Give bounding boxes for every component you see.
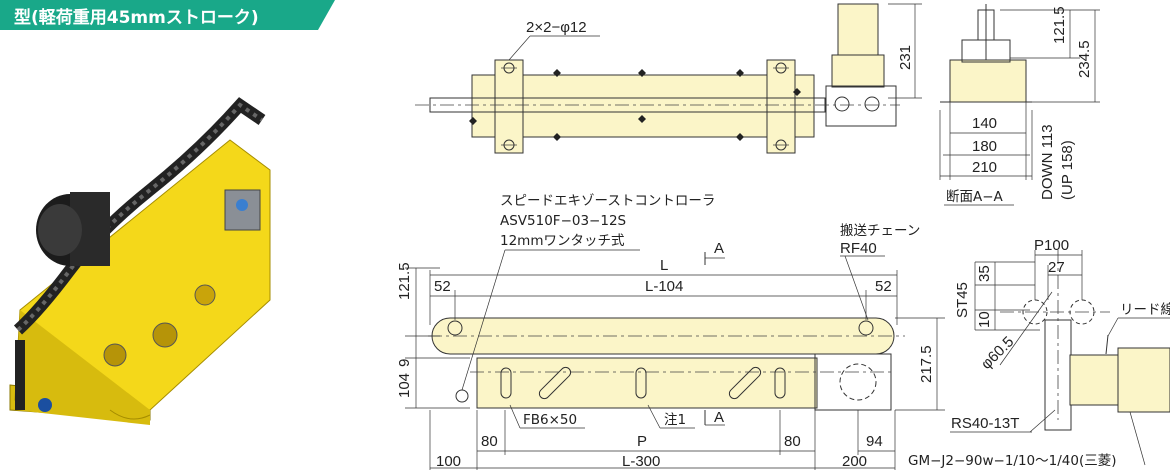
section-mark-bottom: A bbox=[714, 409, 724, 426]
front-view: スピードエキゾーストコントローラ ASV510F−03−12S 12mmワンタッ… bbox=[396, 193, 945, 470]
section-dim-234-5: 234.5 bbox=[1076, 40, 1093, 78]
stroke-down: DOWN 113 bbox=[1039, 124, 1056, 200]
fb-label: FB6×50 bbox=[523, 412, 577, 428]
controller-line3: 12mmワンタッチ式 bbox=[500, 233, 625, 249]
top-view: 2×2−φ12 231 bbox=[415, 3, 922, 154]
section-header-title: 型(軽荷重用45mmストローク) bbox=[14, 8, 259, 28]
product-photo bbox=[9, 97, 271, 425]
dim-94: 94 bbox=[866, 433, 883, 450]
dim-L: L bbox=[660, 257, 668, 274]
section-dim-210: 210 bbox=[972, 159, 997, 176]
dim-217-5: 217.5 bbox=[918, 345, 935, 383]
dim-52-right: 52 bbox=[875, 278, 892, 295]
lead-wire-label: リード線 bbox=[1120, 302, 1170, 318]
dim-P: P bbox=[637, 433, 647, 450]
dim-231: 231 bbox=[897, 45, 914, 70]
dim-104: 104 bbox=[396, 373, 413, 398]
controller-line2: ASV510F−03−12S bbox=[500, 213, 626, 229]
dim-9: 9 bbox=[396, 359, 413, 367]
section-dim-140: 140 bbox=[972, 115, 997, 132]
section-dim-180: 180 bbox=[972, 138, 997, 155]
header-tab-shape bbox=[0, 0, 335, 30]
dim-ST45: ST45 bbox=[954, 282, 971, 318]
section-caption: 断面A−A bbox=[946, 189, 1004, 205]
dim-phi60-5: φ60.5 bbox=[978, 333, 1018, 373]
dim-P100: P100 bbox=[1034, 237, 1069, 254]
holes-label: 2×2−φ12 bbox=[526, 19, 587, 36]
dim-52-left: 52 bbox=[434, 278, 451, 295]
motor-label: GM−J2−90w−1/10〜1/40(三菱) bbox=[908, 453, 1117, 469]
dim-121-5-left: 121.5 bbox=[396, 262, 413, 300]
dim-200: 200 bbox=[842, 453, 867, 470]
section-dim-121-5: 121.5 bbox=[1051, 6, 1068, 44]
controller-line1: スピードエキゾーストコントローラ bbox=[500, 193, 715, 209]
dim-80-right: 80 bbox=[784, 433, 801, 450]
dim-L-300: L-300 bbox=[622, 453, 660, 470]
section-mark-top: A bbox=[714, 240, 724, 257]
dim-35: 35 bbox=[976, 265, 993, 282]
note-label: 注1 bbox=[664, 412, 686, 428]
chain-label-1: 搬送チェーン bbox=[840, 223, 920, 239]
sprocket-label: RS40-13T bbox=[951, 415, 1019, 432]
dim-27: 27 bbox=[1048, 259, 1065, 276]
dim-80-left: 80 bbox=[481, 433, 498, 450]
side-view: リード線 P100 27 35 ST45 10 φ60.5 RS40-13T G… bbox=[908, 237, 1170, 469]
section-view: 121.5 234.5 140 180 210 DOWN 113 (UP 158… bbox=[939, 4, 1100, 206]
section-header-tab: 型(軽荷重用45mmストローク) bbox=[0, 0, 335, 30]
dim-L-104: L-104 bbox=[645, 278, 683, 295]
dim-10: 10 bbox=[976, 311, 993, 328]
chain bbox=[13, 97, 266, 410]
dim-100: 100 bbox=[436, 453, 461, 470]
stroke-up: (UP 158) bbox=[1059, 140, 1076, 200]
chain-label-2: RF40 bbox=[840, 240, 877, 257]
mounting-holes bbox=[501, 62, 789, 151]
